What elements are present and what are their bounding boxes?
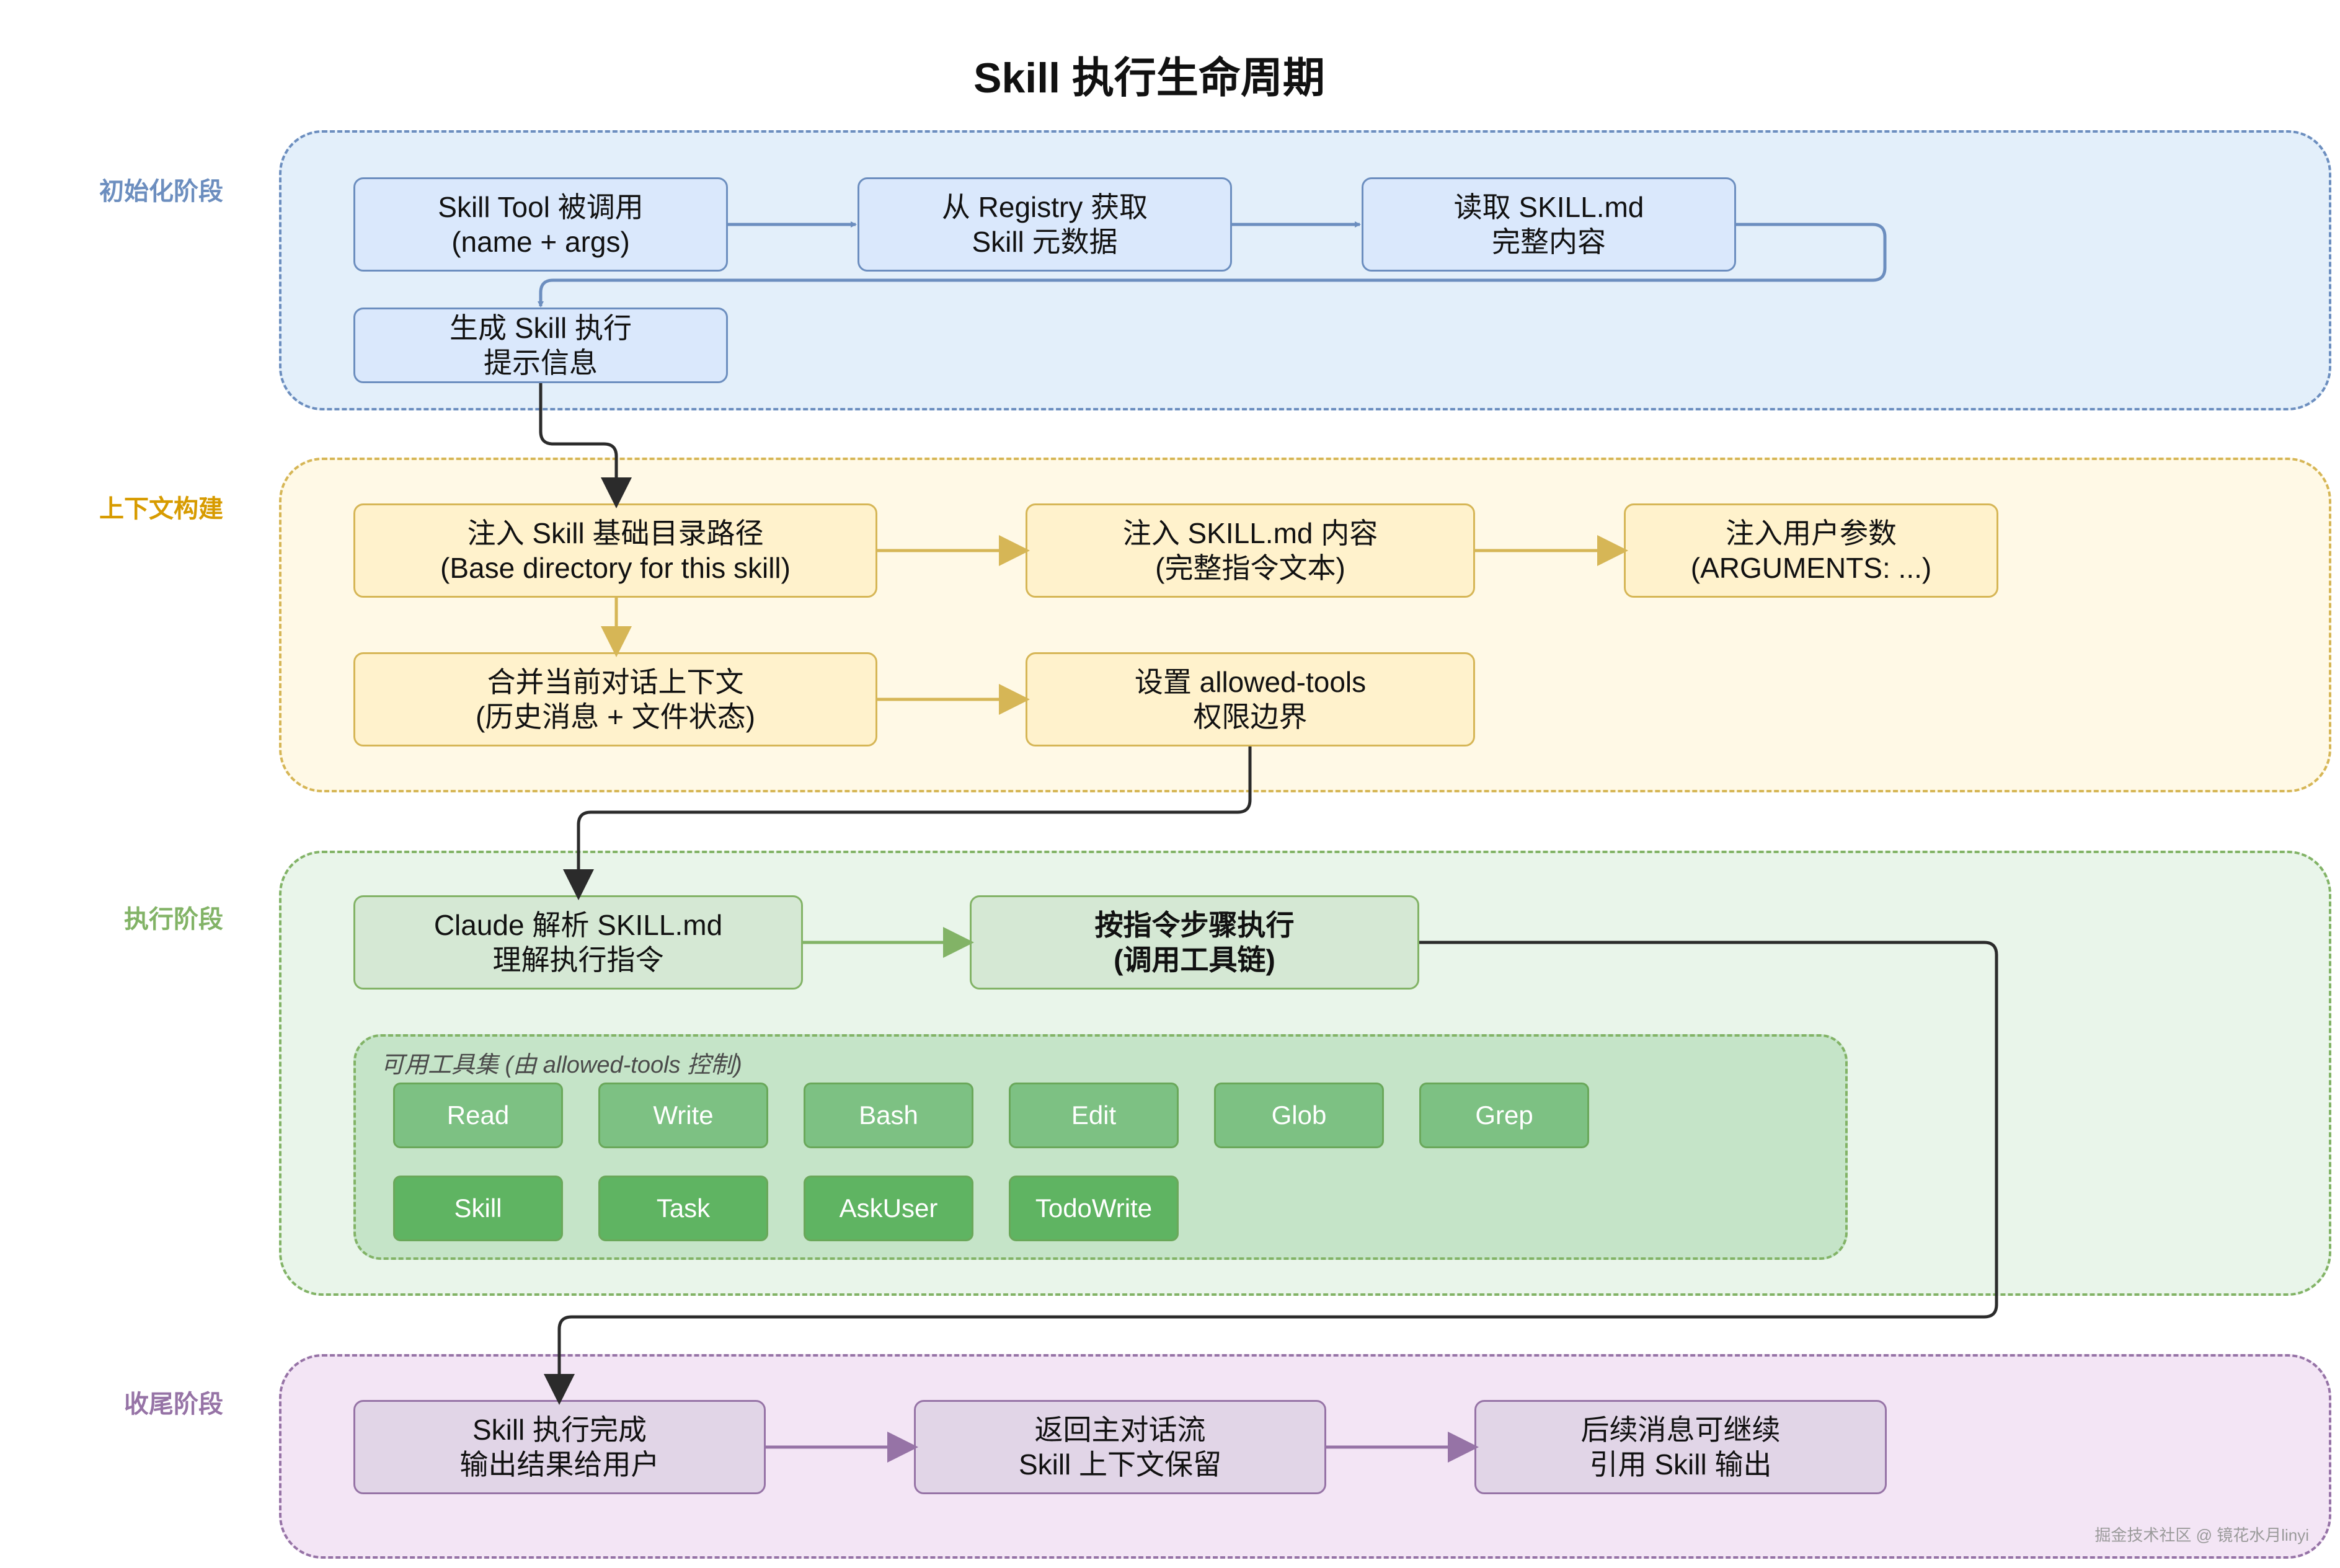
node-line: 引用 Skill 输出	[1589, 1448, 1772, 1481]
tool-grep[interactable]: Grep	[1419, 1083, 1589, 1148]
node-line: 设置 allowed-tools	[1134, 666, 1367, 698]
node-line: 权限边界	[1193, 701, 1308, 733]
node-line: 从 Registry 获取	[941, 191, 1148, 223]
node-line: 后续消息可继续	[1580, 1414, 1781, 1446]
node-merge-context[interactable]: 合并当前对话上下文 (历史消息 + 文件状态)	[353, 652, 877, 746]
tool-glob[interactable]: Glob	[1214, 1083, 1384, 1148]
node-line: 提示信息	[484, 347, 598, 379]
node-line: Skill Tool 被调用	[438, 191, 644, 223]
node-inject-arguments[interactable]: 注入用户参数 (ARGUMENTS: ...)	[1624, 503, 1998, 598]
lane-label-context: 上下文构建	[99, 495, 223, 523]
node-line: (name + args)	[451, 226, 630, 258]
node-line: (调用工具链)	[1114, 944, 1275, 976]
tool-todowrite[interactable]: TodoWrite	[1009, 1176, 1179, 1241]
arrow-context-to-exec	[563, 746, 1252, 900]
node-line: 理解执行指令	[492, 944, 664, 976]
node-inject-skill-md[interactable]: 注入 SKILL.md 内容 (完整指令文本)	[1026, 503, 1475, 598]
lane-label-exec: 执行阶段	[124, 906, 223, 933]
node-skill-tool-called[interactable]: Skill Tool 被调用 (name + args)	[353, 177, 728, 272]
node-line: 读取 SKILL.md	[1453, 191, 1644, 223]
node-skill-complete[interactable]: Skill 执行完成 输出结果给用户	[353, 1400, 766, 1494]
arrow-init-3-4	[538, 223, 1887, 308]
node-line: 注入用户参数	[1726, 517, 1897, 549]
tool-skill[interactable]: Skill	[393, 1176, 563, 1241]
node-line: 注入 Skill 基础目录路径	[467, 517, 764, 549]
tool-task[interactable]: Task	[598, 1176, 768, 1241]
node-line: 生成 Skill 执行	[450, 312, 632, 344]
node-line: Skill 元数据	[972, 226, 1118, 258]
tool-edit[interactable]: Edit	[1009, 1083, 1179, 1148]
node-line: (Base directory for this skill)	[440, 552, 791, 584]
diagram-title: Skill 执行生命周期	[973, 55, 1325, 102]
lane-label-end: 收尾阶段	[124, 1391, 223, 1418]
node-line: 按指令步骤执行	[1094, 909, 1295, 941]
watermark: 掘金技术社区 @ 镜花水月linyi	[2094, 1526, 2309, 1544]
tool-read[interactable]: Read	[393, 1083, 563, 1148]
lane-label-init: 初始化阶段	[99, 178, 223, 205]
node-line: (完整指令文本)	[1155, 552, 1345, 584]
arrow-init-to-context	[539, 383, 632, 508]
node-line: (历史消息 + 文件状态)	[475, 701, 756, 733]
node-read-skill-md[interactable]: 读取 SKILL.md 完整内容	[1362, 177, 1736, 272]
node-return-main[interactable]: 返回主对话流 Skill 上下文保留	[914, 1400, 1326, 1494]
node-line: 注入 SKILL.md 内容	[1122, 517, 1378, 549]
node-generate-prompt[interactable]: 生成 Skill 执行 提示信息	[353, 308, 728, 383]
node-line: Claude 解析 SKILL.md	[433, 909, 723, 941]
node-registry-metadata[interactable]: 从 Registry 获取 Skill 元数据	[858, 177, 1232, 272]
node-line: 返回主对话流	[1034, 1414, 1206, 1446]
tool-askuser[interactable]: AskUser	[804, 1176, 973, 1241]
node-line: Skill 上下文保留	[1018, 1448, 1222, 1481]
node-claude-parse[interactable]: Claude 解析 SKILL.md 理解执行指令	[353, 895, 803, 990]
node-continue-reference[interactable]: 后续消息可继续 引用 Skill 输出	[1474, 1400, 1887, 1494]
node-line: 输出结果给用户	[459, 1448, 660, 1481]
node-line: 合并当前对话上下文	[487, 666, 744, 698]
tools-group-label: 可用工具集 (由 allowed-tools 控制)	[381, 1052, 742, 1078]
tool-bash[interactable]: Bash	[804, 1083, 973, 1148]
tools-group: 可用工具集 (由 allowed-tools 控制) Read Write Ba…	[353, 1034, 1848, 1260]
node-line: (ARGUMENTS: ...)	[1690, 552, 1932, 584]
node-line: 完整内容	[1492, 226, 1606, 258]
node-line: Skill 执行完成	[472, 1414, 647, 1446]
tool-write[interactable]: Write	[598, 1083, 768, 1148]
arrow-exec-to-end	[544, 941, 1998, 1405]
node-execute-steps[interactable]: 按指令步骤执行 (调用工具链)	[970, 895, 1419, 990]
